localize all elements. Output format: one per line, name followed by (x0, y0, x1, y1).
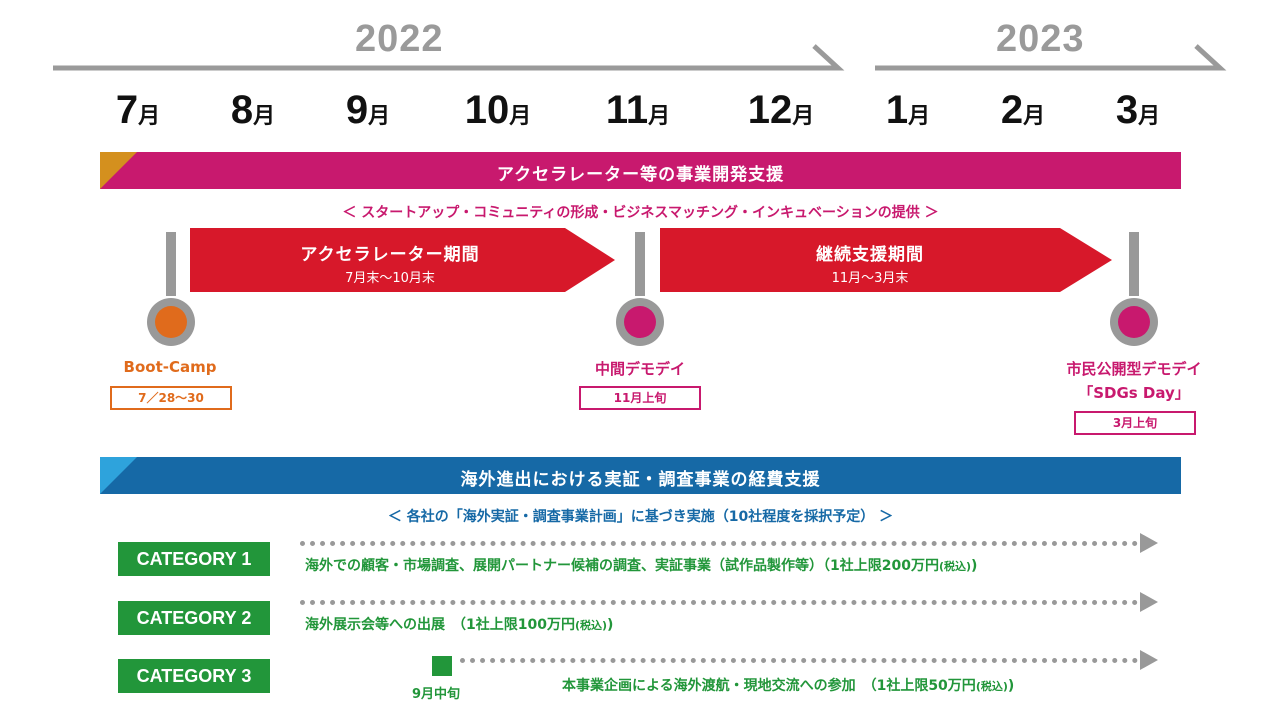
continuing-phase-period: 11月〜3月末 (831, 271, 909, 286)
continuing-phase-text: 継続支援期間 11月〜3月末 (660, 240, 1080, 286)
year-2023-label: 2023 (996, 18, 1085, 60)
milestone-pole-midday (635, 232, 645, 296)
milestone-dot-sdgs (1118, 306, 1150, 338)
category-3-arrowhead (1140, 650, 1158, 670)
year-2022-label: 2022 (355, 18, 444, 60)
continuing-phase-arrow (660, 228, 1112, 292)
category-2-timeline (300, 600, 1138, 605)
category-3-start-label: 9月中旬 (412, 687, 461, 702)
category-2-desc: 海外展示会等への出展 （1社上限100万円(税込)) (305, 617, 614, 633)
accel-section-subtitle: ＜ スタートアップ・コミュニティの形成・ビジネスマッチング・インキュベーションの… (342, 205, 939, 221)
month-sep: 9月 (345, 88, 391, 132)
month-nov: 11月 (605, 88, 671, 132)
milestone-marker-sdgs (1110, 298, 1158, 346)
accel-section-title: アクセラレーター等の事業開発支援 (496, 165, 785, 185)
category-1-arrowhead (1140, 533, 1158, 553)
milestone-label-midday: 中間デモデイ (594, 360, 685, 378)
accel-phase-period: 7月末〜10月末 (345, 271, 435, 286)
overseas-section-title: 海外進出における実証・調査事業の経費支援 (460, 470, 821, 490)
month-oct: 10月 (464, 88, 532, 132)
milestone-marker-midday (616, 298, 664, 346)
category-3-badge: CATEGORY 3 (118, 659, 270, 693)
category-1-timeline (300, 541, 1138, 546)
accel-bar-corner (100, 152, 137, 189)
overseas-bar-corner (100, 457, 137, 494)
milestone-label-sdgs: 市民公開型デモデイ (1066, 360, 1202, 378)
milestone-date-sdgs: 3月上旬 (1074, 411, 1196, 435)
continuing-phase-title: 継続支援期間 (816, 245, 924, 265)
accel-section-bar: アクセラレーター等の事業開発支援 (100, 152, 1181, 189)
month-jul: 7月 (115, 88, 161, 132)
month-aug: 8月 (230, 88, 276, 132)
category-3-start-marker (432, 656, 452, 676)
milestone-pole-sdgs (1129, 232, 1139, 296)
category-2-badge: CATEGORY 2 (118, 601, 270, 635)
milestone-dot-bootcamp (155, 306, 187, 338)
overseas-section-subtitle: ＜ 各社の「海外実証・調査事業計画」に基づき実施（10社程度を採択予定） ＞ (387, 509, 894, 525)
month-mar: 3月 (1115, 88, 1161, 132)
milestone-pole-bootcamp (166, 232, 176, 296)
category-2-arrowhead (1140, 592, 1158, 612)
overseas-section-bar: 海外進出における実証・調査事業の経費支援 (100, 457, 1181, 494)
category-3-desc: 本事業企画による海外渡航・現地交流への参加 （1社上限50万円(税込)) (562, 678, 1015, 694)
accel-phase-arrow (190, 228, 615, 292)
accel-phase-text: アクセラレーター期間 7月末〜10月末 (190, 240, 590, 286)
category-3-timeline (460, 658, 1138, 663)
category-1-badge: CATEGORY 1 (118, 542, 270, 576)
milestone-date-bootcamp: 7／28〜30 (110, 386, 232, 410)
milestone-dot-midday (624, 306, 656, 338)
month-jan: 1月 (885, 88, 931, 132)
year-2022-arrow (53, 44, 845, 71)
year-2023-arrow (875, 44, 1227, 71)
milestone-marker-bootcamp (147, 298, 195, 346)
milestone-label-sdgs-day: 「SDGs Day」 (1078, 384, 1190, 402)
accel-phase-title: アクセラレーター期間 (300, 245, 480, 265)
month-feb: 2月 (1000, 88, 1046, 132)
month-dec: 12月 (747, 88, 815, 132)
category-1-desc: 海外での顧客・市場調査、展開パートナー候補の調査、実証事業（試作品製作等）（1社… (305, 558, 978, 574)
milestone-label-bootcamp: Boot-Camp (123, 358, 217, 376)
milestone-date-midday: 11月上旬 (579, 386, 701, 410)
